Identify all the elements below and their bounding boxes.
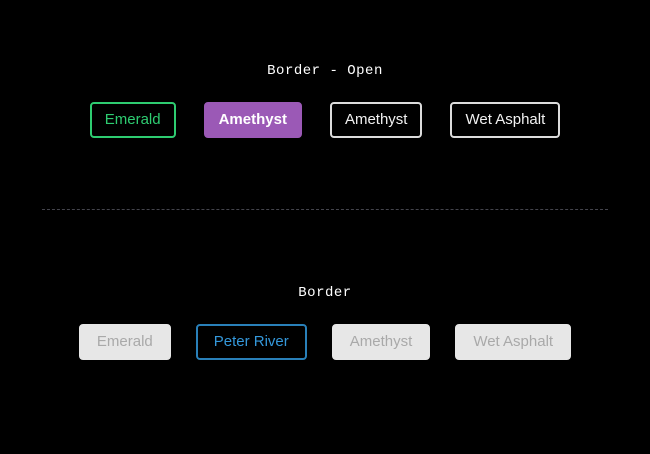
- amethyst-outline-button[interactable]: Amethyst: [329, 102, 423, 138]
- button-row-border-open: Emerald Amethyst Amethyst Wet Asphalt: [0, 102, 650, 138]
- section-title-border-open: Border - Open: [267, 63, 383, 79]
- button-row-border: Emerald Peter River Amethyst Wet Asphalt: [0, 324, 650, 360]
- amethyst-gray-button[interactable]: Amethyst: [331, 324, 431, 360]
- emerald-gray-button[interactable]: Emerald: [78, 324, 171, 360]
- dashed-divider: [42, 209, 608, 210]
- wet-asphalt-outline-button[interactable]: Wet Asphalt: [450, 102, 561, 138]
- peter-river-outline-button[interactable]: Peter River: [195, 324, 307, 360]
- amethyst-filled-button[interactable]: Amethyst: [203, 102, 302, 138]
- section-title-border: Border: [298, 285, 352, 301]
- emerald-outline-button[interactable]: Emerald: [89, 102, 176, 138]
- wet-asphalt-gray-button[interactable]: Wet Asphalt: [455, 324, 572, 360]
